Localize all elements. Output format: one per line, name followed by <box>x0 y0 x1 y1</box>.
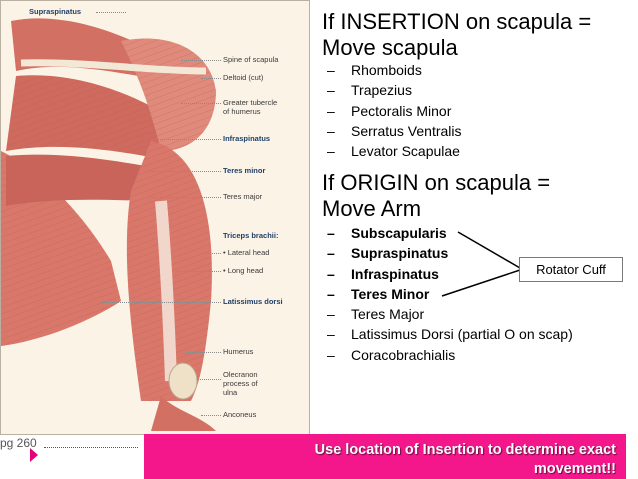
label-teres-major: Teres major <box>223 192 263 201</box>
leader-line <box>151 171 221 172</box>
list-item: –Trapezius <box>327 82 412 99</box>
list-item: –Subscapularis <box>327 225 447 241</box>
list-item: –Coracobrachialis <box>327 346 456 363</box>
list-item: –Serratus Ventralis <box>327 122 462 139</box>
origin-muscle-list: –Subscapularis –Supraspinatus –Infraspin… <box>327 223 573 365</box>
anatomy-figure: Supraspinatus Spine of scapula Deltoid (… <box>0 0 310 435</box>
banner-line2: movement!! <box>533 461 616 477</box>
page-reference: pg 260 <box>0 436 37 450</box>
teres-shape <box>6 154 171 206</box>
label-spine-of-scapula: Spine of scapula <box>223 55 279 64</box>
insertion-heading-line1: If INSERTION on scapula = <box>322 9 592 34</box>
anconeus-shape <box>151 396 216 431</box>
label-humerus: Humerus <box>223 347 254 356</box>
label-greater-tubercle-2: of humerus <box>223 107 261 116</box>
leader-line <box>197 379 221 380</box>
list-item: –Infraspinatus <box>327 265 439 282</box>
posterior-arm-illustration <box>1 18 216 431</box>
origin-heading-line1: If ORIGIN on scapula = <box>322 170 551 195</box>
label-lateral-head: • Lateral head <box>223 248 270 257</box>
label-anconeus: Anconeus <box>223 410 257 419</box>
banner-line1: Use location of Insertion to determine e… <box>314 442 616 458</box>
list-item: –Teres Minor <box>327 285 430 302</box>
list-item: –Rhomboids <box>327 62 422 78</box>
label-olecranon-3: ulna <box>223 388 238 397</box>
spine-of-scapula-shape <box>20 59 207 75</box>
label-greater-tubercle: Greater tubercle <box>223 98 278 107</box>
list-item: –Levator Scapulae <box>327 143 460 160</box>
label-olecranon-2: process of <box>223 379 258 388</box>
list-item: –Pectoralis Minor <box>327 102 452 119</box>
origin-heading-line2: Move Arm <box>322 196 422 221</box>
leader-line <box>181 103 221 104</box>
play-arrow-icon <box>30 448 38 462</box>
banner-text: Use location of Insertion to determine e… <box>154 441 616 479</box>
label-long-head: • Long head <box>223 266 264 275</box>
leader-line <box>176 271 221 272</box>
label-latissimus-dorsi: Latissimus dorsi <box>223 297 283 306</box>
footer-banner: Use location of Insertion to determine e… <box>144 434 626 479</box>
list-item: –Latissimus Dorsi (partial O on scap) <box>327 326 573 343</box>
insertion-heading-line2: Move scapula <box>322 35 458 60</box>
list-item: –Supraspinatus <box>327 245 449 262</box>
list-item: –Teres Major <box>327 306 425 323</box>
label-triceps: Triceps brachii: <box>223 231 279 240</box>
leader-line <box>201 78 221 79</box>
leader-line <box>201 415 221 416</box>
leader-line <box>96 12 126 13</box>
leader-line <box>101 302 221 303</box>
insertion-muscle-list: –Rhomboids –Trapezius –Pectoralis Minor … <box>327 60 462 161</box>
leader-line <box>201 253 221 254</box>
label-teres-minor: Teres minor <box>223 166 266 175</box>
divider <box>44 447 138 448</box>
olecranon-shape <box>168 362 198 400</box>
label-infraspinatus: Infraspinatus <box>223 134 271 143</box>
label-deltoid: Deltoid (cut) <box>223 73 264 82</box>
leader-line <box>186 352 221 353</box>
leader-line <box>151 139 221 140</box>
rotator-cuff-box: Rotator Cuff <box>519 257 623 282</box>
label-supraspinatus: Supraspinatus <box>29 7 82 16</box>
leader-line <box>151 197 221 198</box>
leader-line <box>181 60 221 61</box>
label-olecranon: Olecranon <box>223 370 258 379</box>
